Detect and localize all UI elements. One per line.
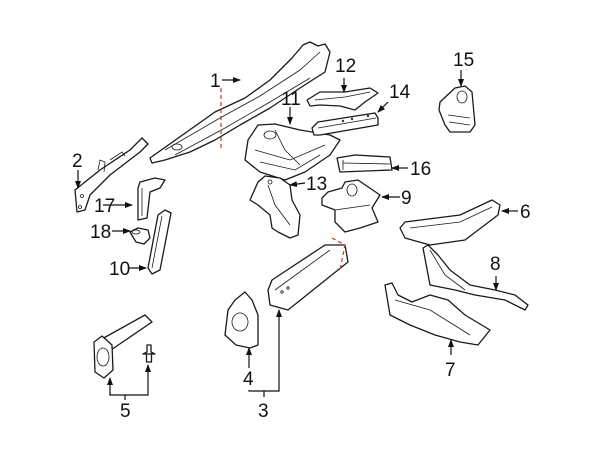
callout-10[interactable]: 10 bbox=[109, 259, 130, 280]
callout-8[interactable]: 8 bbox=[490, 254, 501, 275]
part-8-rail[interactable] bbox=[422, 244, 529, 311]
part-11-floor-panel[interactable] bbox=[244, 123, 341, 181]
callout-6[interactable]: 6 bbox=[520, 202, 531, 223]
callout-16[interactable]: 16 bbox=[410, 159, 431, 180]
part-12-brace[interactable] bbox=[306, 87, 379, 111]
callout-17[interactable]: 17 bbox=[94, 196, 115, 217]
part-6-rail[interactable] bbox=[399, 199, 501, 246]
callout-9[interactable]: 9 bbox=[401, 188, 412, 209]
part-16-member[interactable] bbox=[336, 154, 393, 173]
part-14-crossmember[interactable] bbox=[311, 112, 379, 136]
part-10-post[interactable] bbox=[147, 209, 172, 275]
callout-12[interactable]: 12 bbox=[335, 56, 356, 77]
callout-15[interactable]: 15 bbox=[453, 50, 474, 71]
part-5-bolt[interactable] bbox=[142, 344, 156, 363]
part-15-panel[interactable] bbox=[438, 85, 476, 133]
callout-7[interactable]: 7 bbox=[445, 360, 456, 381]
part-17-bracket[interactable] bbox=[137, 177, 166, 221]
part-1-frame-rail[interactable] bbox=[149, 41, 331, 164]
part-18-clip[interactable] bbox=[129, 227, 151, 245]
part-5-tube[interactable] bbox=[93, 314, 153, 379]
part-7-rail[interactable] bbox=[384, 282, 491, 346]
part-9-bracket[interactable] bbox=[321, 179, 381, 233]
part-4-mount[interactable] bbox=[224, 291, 259, 349]
part-3-tube[interactable] bbox=[267, 237, 349, 311]
part-13-bracket[interactable] bbox=[249, 175, 301, 239]
callout-4[interactable]: 4 bbox=[243, 369, 254, 390]
callout-5[interactable]: 5 bbox=[120, 401, 131, 422]
callout-13[interactable]: 13 bbox=[306, 174, 327, 195]
callout-18[interactable]: 18 bbox=[90, 222, 111, 243]
part-2-bracket[interactable] bbox=[74, 137, 149, 213]
leader-lines bbox=[75, 70, 518, 400]
callout-2[interactable]: 2 bbox=[72, 151, 83, 172]
callout-1[interactable]: 1 bbox=[210, 71, 221, 92]
callout-11[interactable]: 11 bbox=[281, 89, 301, 110]
callout-14[interactable]: 14 bbox=[389, 82, 411, 103]
callout-3[interactable]: 3 bbox=[258, 401, 269, 422]
